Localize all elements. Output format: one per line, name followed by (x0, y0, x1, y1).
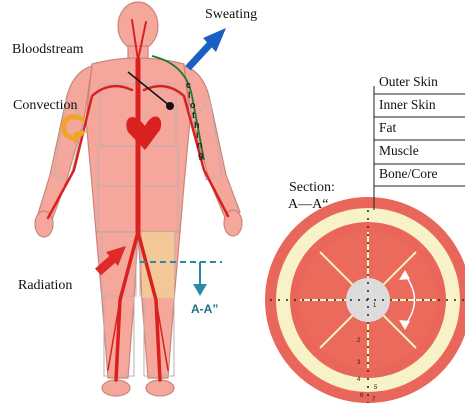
svg-text:t: t (192, 110, 195, 120)
svg-text:c: c (186, 80, 191, 90)
right-arm (184, 66, 240, 220)
layer-label-inner-skin: Inner Skin (379, 97, 436, 113)
layer-label-fat: Fat (379, 120, 396, 136)
cut-label: A-A” (191, 302, 218, 316)
svg-text:g: g (198, 150, 204, 160)
layer-label-muscle: Muscle (379, 143, 419, 159)
head (118, 2, 158, 50)
layer-label-bone-core: Bone/Core (379, 166, 438, 182)
svg-text:l: l (188, 90, 191, 100)
svg-text:i: i (196, 130, 199, 140)
radiation-label: Radiation (18, 278, 72, 294)
convection-label: Convection (13, 98, 78, 114)
arteries (48, 20, 228, 380)
right-foot (146, 380, 174, 396)
bloodstream-dot (166, 102, 174, 110)
svg-text:n: n (197, 140, 203, 150)
cross-section: 1 2 3 4 5 6 7 (265, 197, 465, 403)
svg-text:o: o (190, 100, 196, 110)
left-arm (38, 66, 92, 220)
section-label-line1: Section: (289, 180, 335, 196)
sweating-label: Sweating (205, 7, 257, 23)
svg-text:h: h (194, 120, 200, 130)
bloodstream-label: Bloodstream (12, 42, 84, 58)
left-foot (102, 380, 130, 396)
layer-label-outer-skin: Outer Skin (379, 74, 438, 90)
sweating-arrow (188, 28, 226, 68)
section-label-line2: A—A“ (288, 197, 328, 213)
